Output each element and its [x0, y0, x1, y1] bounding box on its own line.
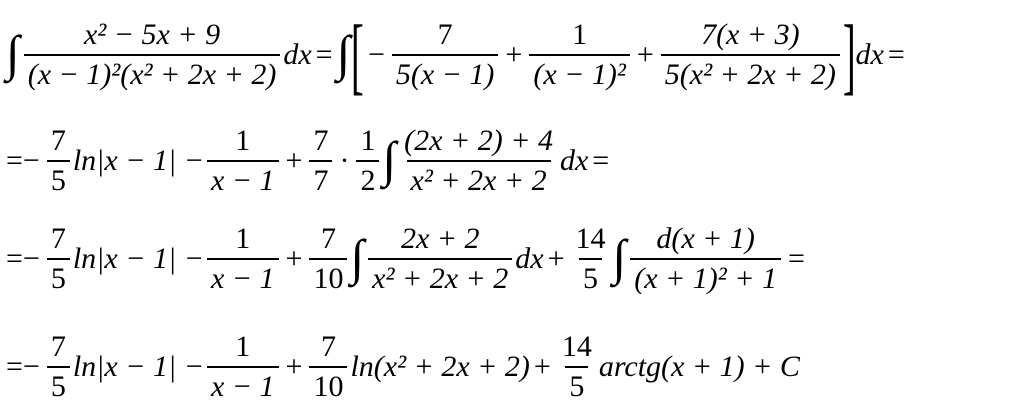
fraction-denominator: x − 1 — [206, 366, 279, 402]
integral-sign: ∫ — [382, 131, 397, 187]
equals-minus: =− — [6, 144, 40, 177]
differential: dx — [855, 38, 884, 71]
equals-minus: =− — [6, 350, 40, 383]
fraction-numerator: 7 — [320, 222, 336, 255]
denominator-part: (x² + 2x + 2) — [120, 58, 277, 91]
coefficient-fraction: 7 10 — [309, 330, 348, 402]
fraction-denominator: 5 — [46, 366, 70, 402]
fraction-numerator: 14 — [561, 330, 592, 363]
fraction-numerator: x² − 5x + 9 — [83, 18, 221, 51]
coefficient-fraction: 14 5 — [572, 224, 610, 294]
equals-sign: = — [315, 38, 333, 71]
fraction-denominator: 2 — [356, 160, 380, 196]
plus-sign: + — [636, 38, 654, 71]
fraction-numerator: d(x + 1) — [656, 222, 755, 255]
fraction-denominator: 5(x² + 2x + 2) — [660, 54, 840, 90]
term-fraction: 1 x − 1 — [206, 222, 279, 294]
fraction-denominator: 7 — [309, 160, 333, 196]
differential: dx — [515, 242, 544, 275]
equals-sign: = — [788, 242, 805, 275]
differential: dx — [283, 38, 312, 71]
fraction-denominator: (x − 1)²(x² + 2x + 2) — [23, 54, 281, 91]
plus-sign: + — [285, 242, 303, 275]
multiply-dot: · — [339, 144, 350, 177]
partial-fraction-3: 7(x + 3) 5(x² + 2x + 2) — [660, 18, 840, 90]
equation-line-4: =− 7 5 ln|x − 1| − 1 x − 1 + 7 10 ln(x² … — [6, 332, 800, 402]
fraction-denominator: x² + 2x + 2 — [368, 258, 513, 294]
partial-fraction-1: 7 5(x − 1) — [391, 18, 499, 90]
equation-line-2: =− 7 5 ln|x − 1| − 1 x − 1 + 7 7 · 1 2 ∫… — [6, 126, 613, 196]
fraction-numerator: 1 — [360, 124, 376, 157]
fraction-numerator: 7 — [50, 124, 66, 157]
log-term: ln|x − 1| − — [72, 144, 204, 177]
integrand-fraction: d(x + 1) (x + 1)² + 1 — [630, 222, 782, 294]
denominator-part: (x − 1)² — [27, 58, 121, 91]
equation-line-1: ∫ x² − 5x + 9 (x − 1)²(x² + 2x + 2) dx =… — [6, 12, 909, 98]
integral-sign: ∫ — [350, 229, 365, 285]
term-fraction: 1 x − 1 — [206, 124, 279, 196]
fraction-denominator: (x + 1)² + 1 — [630, 258, 782, 294]
fraction-numerator: 1 — [235, 124, 251, 157]
fraction-numerator: 7 — [437, 18, 453, 51]
equals-sign: = — [592, 144, 610, 177]
fraction-numerator: 1 — [235, 330, 251, 363]
coefficient-fraction: 7 5 — [46, 330, 70, 402]
fraction-numerator: 1 — [572, 18, 588, 51]
fraction-denominator: 5 — [565, 366, 589, 402]
right-bracket: ] — [842, 7, 856, 103]
differential: dx — [559, 144, 589, 177]
coefficient-fraction: 1 2 — [356, 124, 380, 196]
left-bracket: [ — [351, 7, 365, 103]
fraction-numerator: 7 — [50, 330, 66, 363]
equals-minus: =− — [6, 242, 40, 275]
fraction-denominator: x − 1 — [206, 160, 279, 196]
coefficient-fraction: 7 5 — [46, 222, 70, 294]
coefficient-fraction: 7 10 — [309, 222, 348, 294]
fraction-numerator: 14 — [575, 222, 606, 255]
coefficient-fraction: 7 5 — [46, 124, 70, 196]
term-fraction: 1 x − 1 — [206, 330, 279, 402]
log-term: ln(x² + 2x + 2) — [350, 350, 530, 383]
fraction-denominator: 10 — [309, 258, 348, 294]
fraction-denominator: (x − 1)² — [529, 54, 630, 90]
fraction-numerator: 2x + 2 — [400, 222, 480, 255]
arctg-term: arctg(x + 1) + C — [598, 350, 800, 383]
fraction-numerator: 7(x + 3) — [701, 18, 800, 51]
fraction-denominator: 5(x − 1) — [391, 54, 499, 90]
integrand-fraction: x² − 5x + 9 (x − 1)²(x² + 2x + 2) — [23, 18, 281, 91]
plus-sign: + — [547, 242, 565, 275]
log-term: ln|x − 1| − — [72, 350, 204, 383]
integrand-fraction: 2x + 2 x² + 2x + 2 — [368, 222, 513, 294]
integral-sign: ∫ — [6, 25, 20, 81]
fraction-numerator: 1 — [235, 222, 251, 255]
plus-sign: + — [533, 350, 551, 383]
fraction-denominator: 5 — [46, 160, 70, 196]
partial-fraction-2: 1 (x − 1)² — [529, 20, 630, 90]
plus-sign: + — [285, 144, 303, 177]
plus-sign: + — [285, 350, 303, 383]
equals-sign: = — [887, 38, 905, 71]
fraction-denominator: 5 — [46, 258, 70, 294]
minus-sign: − — [367, 38, 385, 71]
equation-line-3: =− 7 5 ln|x − 1| − 1 x − 1 + 7 10 ∫ 2x +… — [6, 224, 809, 294]
fraction-numerator: (2x + 2) + 4 — [404, 124, 553, 157]
coefficient-fraction: 7 7 — [309, 124, 333, 196]
fraction-denominator: x − 1 — [206, 258, 279, 294]
coefficient-fraction: 14 5 — [558, 332, 596, 402]
fraction-numerator: 7 — [50, 222, 66, 255]
integral-sign: ∫ — [336, 25, 351, 81]
plus-sign: + — [505, 38, 523, 71]
fraction-denominator: 5 — [579, 258, 603, 294]
integral-sign: ∫ — [612, 229, 627, 285]
fraction-denominator: 10 — [309, 366, 348, 402]
integrand-fraction: (2x + 2) + 4 x² + 2x + 2 — [400, 126, 557, 196]
fraction-numerator: 7 — [313, 124, 329, 157]
fraction-numerator: 7 — [320, 330, 336, 363]
log-term: ln|x − 1| − — [72, 242, 204, 275]
fraction-denominator: x² + 2x + 2 — [406, 160, 551, 196]
